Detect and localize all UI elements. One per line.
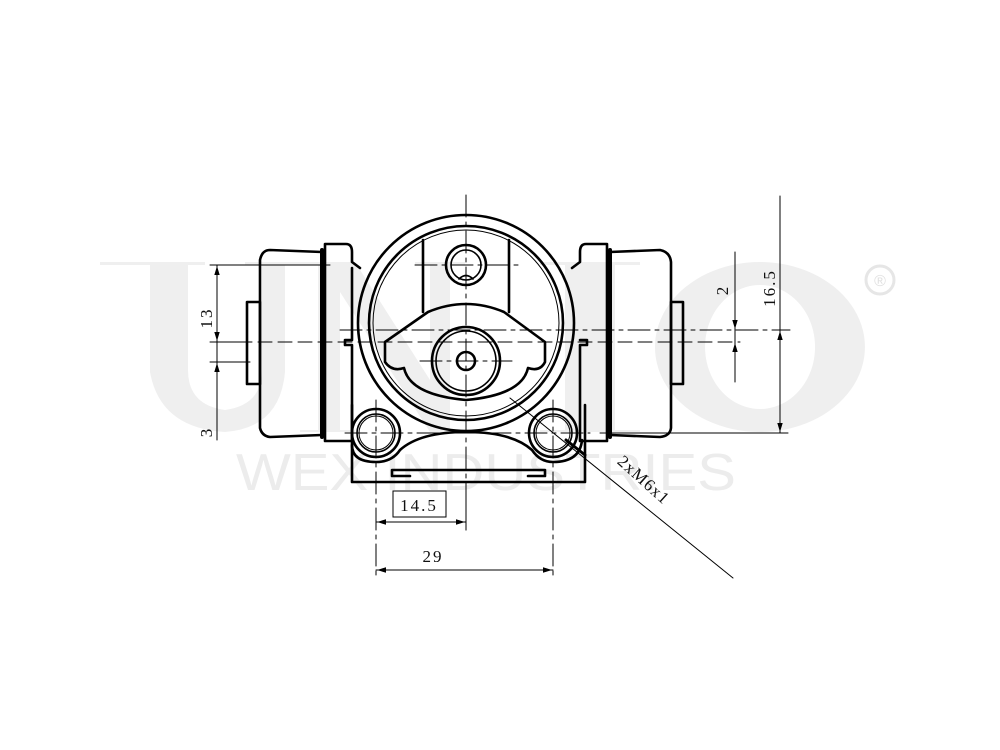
dimension-label-2: 2 — [713, 285, 732, 296]
right-cap-boot-tab — [669, 300, 685, 386]
dimension-bottom: 14.5 29 — [375, 481, 554, 573]
dimension-label-16-5: 16.5 — [760, 269, 779, 307]
left-cap-boot-tab — [245, 300, 262, 386]
registered-mark-circle — [864, 264, 896, 296]
left-end-cap — [245, 248, 324, 439]
right-flange — [570, 242, 609, 443]
watermark-letter-o — [654, 262, 865, 433]
watermark-subtitle: WEX INDUSTRIES — [236, 444, 736, 502]
right-end-cap — [608, 248, 685, 439]
watermark-letter-u — [100, 262, 300, 432]
dimension-label-3: 3 — [197, 427, 216, 438]
leader-line — [509, 397, 734, 579]
dimension-box-14-5 — [392, 490, 447, 518]
leader-arrow-head — [564, 438, 587, 457]
dimension-label-13: 13 — [197, 308, 216, 329]
dimension-label-14-5: 14.5 — [400, 496, 438, 515]
dimension-right: 2 16.5 — [599, 195, 789, 434]
brake-cylinder — [245, 213, 685, 484]
housing-mount-block — [350, 403, 587, 484]
left-flange — [323, 242, 362, 443]
center-lines — [217, 194, 791, 576]
watermark-letter-i — [540, 262, 640, 432]
mount-block-slot — [390, 468, 547, 478]
registered-mark: ® — [874, 273, 886, 290]
inlet-boss-plate — [383, 302, 547, 402]
dimension-left: 13 3 — [197, 264, 331, 441]
dimension-label-29: 29 — [423, 547, 444, 566]
